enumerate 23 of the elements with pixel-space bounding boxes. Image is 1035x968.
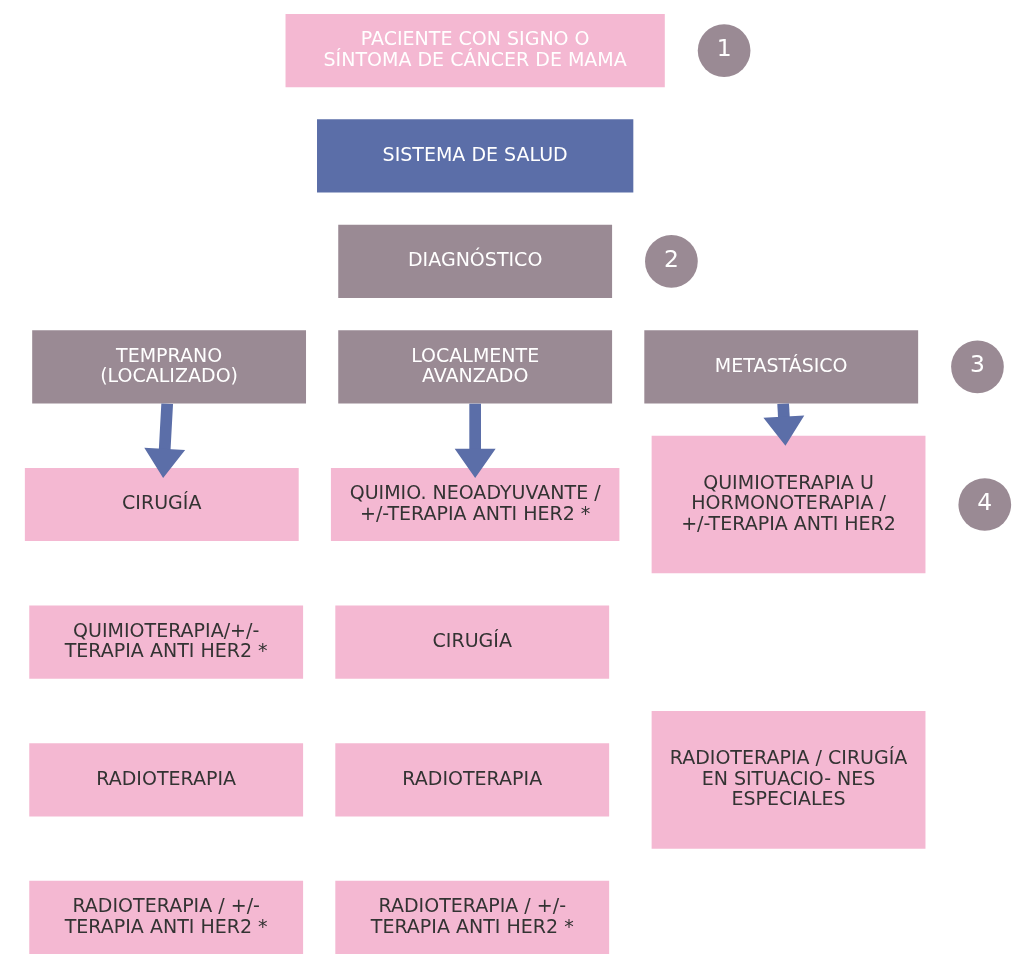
node-circle: 4 [957,478,1011,531]
node-box: CIRUGÍA [24,467,299,542]
node-box: RADIOTERAPIA [334,743,609,817]
node-circle: 1 [697,24,750,77]
arrow [762,403,804,446]
node-box: TEMPRANO (LOCALIZADO) [31,330,306,404]
node-box: RADIOTERAPIA [28,743,303,817]
arrow [454,403,496,479]
node-box: QUIMIO. NEOADYUVANTE / +/-TERAPIA ANTI HER2 * [330,467,619,542]
node-box: RADIOTERAPIA / +/- TERAPIA ANTI HER2 * [28,880,303,955]
node-box: QUIMIOTERAPIA U HORMONOTERAPIA / +/-TERAPIA ANTI HER2 [651,435,925,574]
node-box: METASTÁSICO [643,330,918,404]
node-box: SISTEMA DE SALUD [316,119,633,193]
node-circle: 3 [950,340,1004,394]
arrow [143,403,185,479]
node-box: CIRUGÍA [334,605,609,679]
node-box: RADIOTERAPIA / CIRUGÍA EN SITUACIO- NES ESPECIALES [651,711,925,849]
node-box: RADIOTERAPIA / +/- TERAPIA ANTI HER2 * [334,880,609,955]
node-box: LOCALMENTE AVANZADO [337,330,612,404]
node-circle: 2 [644,235,698,288]
node-box: PACIENTE CON SIGNO O SÍNTOMA DE CÁNCER DE MAMA [285,13,665,88]
node-box: QUIMIOTERAPIA/+/- TERAPIA ANTI HER2 * [28,605,303,679]
node-box: DIAGNÓSTICO [337,224,612,298]
